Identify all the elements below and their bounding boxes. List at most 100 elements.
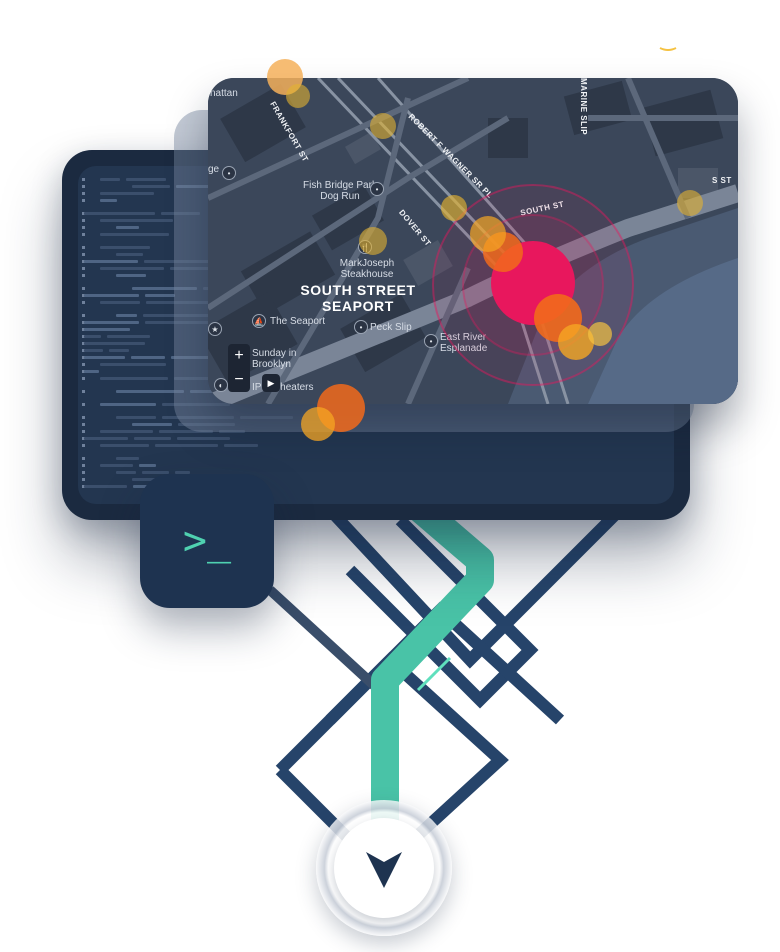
code-line-segment (100, 178, 120, 181)
restaurant-icon[interactable]: 🍴 (358, 240, 372, 254)
star-icon[interactable]: ★ (208, 322, 222, 336)
line-gutter-mark (82, 478, 85, 481)
line-gutter-mark (82, 471, 85, 474)
line-gutter-mark (82, 444, 85, 447)
code-line-segment (100, 199, 117, 202)
line-gutter-mark (82, 260, 85, 263)
code-line-segment (126, 178, 166, 181)
line-gutter-mark (82, 485, 85, 488)
zoom-out-button[interactable]: − (234, 371, 244, 388)
line-gutter-mark (82, 457, 85, 460)
code-line-segment (144, 260, 215, 263)
peck-slip-icon[interactable]: • (354, 320, 368, 334)
navigation-button[interactable] (334, 818, 434, 918)
code-line-segment (107, 335, 150, 338)
line-gutter-mark (82, 430, 85, 433)
line-gutter-mark (82, 321, 85, 324)
line-gutter-mark (82, 377, 85, 380)
code-line-segment (132, 287, 197, 290)
code-line-segment (143, 314, 210, 317)
map-label-manhattan: nattan (210, 88, 238, 99)
line-gutter-mark (82, 178, 85, 181)
line-gutter-mark (82, 287, 85, 290)
map-label-markjoseph: MarkJoseph Steakhouse (339, 258, 395, 280)
code-line-segment (84, 294, 139, 297)
line-gutter-mark (82, 390, 85, 393)
line-gutter-mark (82, 301, 85, 304)
code-line-segment (100, 267, 164, 270)
code-line-segment (116, 253, 143, 256)
code-line-segment (145, 321, 211, 324)
navigation-arrow-icon (366, 852, 402, 888)
line-gutter-mark (82, 253, 85, 256)
seaport-icon[interactable]: ⛵ (252, 314, 266, 328)
code-line-segment (84, 260, 138, 263)
code-line-segment (132, 423, 172, 426)
route-dash (416, 656, 452, 692)
line-gutter-mark (82, 199, 85, 202)
code-line-segment (240, 416, 293, 419)
code-line-segment (116, 416, 156, 419)
theater-icon[interactable]: ◐ (214, 378, 228, 392)
code-line-segment (174, 377, 213, 380)
esplanade-icon[interactable]: • (424, 334, 438, 348)
code-line-segment (100, 301, 140, 304)
dog-park-icon[interactable]: • (370, 182, 384, 196)
line-gutter-mark (82, 185, 85, 188)
line-gutter-mark (82, 226, 85, 229)
line-gutter-mark (82, 246, 85, 249)
map-card[interactable]: nattan FRANKFORT ST ROBERT F WAGNER SR P… (208, 78, 738, 404)
code-line-segment (170, 267, 210, 270)
map-label-ipic: IPIC Theaters (252, 382, 314, 393)
line-gutter-mark (82, 464, 85, 467)
code-line-segment (177, 437, 230, 440)
code-line-segment (159, 430, 213, 433)
terminal-tile[interactable]: >_ (140, 474, 274, 608)
line-gutter-mark (82, 416, 85, 419)
code-line-segment (116, 390, 184, 393)
line-gutter-mark (82, 219, 85, 222)
code-line-segment (100, 219, 173, 222)
code-line-segment (175, 471, 190, 474)
code-line-segment (116, 471, 136, 474)
pin-icon[interactable]: • (222, 166, 236, 180)
code-line-segment (84, 342, 145, 345)
code-line-segment (84, 370, 99, 373)
code-line-segment (84, 356, 125, 359)
code-line-segment (116, 457, 139, 460)
code-line-segment (162, 416, 234, 419)
code-line-segment (116, 274, 146, 277)
code-line-segment (109, 349, 129, 352)
code-line-segment (132, 185, 170, 188)
code-line-segment (131, 356, 165, 359)
navigation-marker[interactable] (316, 800, 452, 936)
code-line-segment (84, 212, 155, 215)
code-line-segment (142, 471, 169, 474)
code-line-segment (84, 349, 103, 352)
code-line-segment (139, 464, 156, 467)
map-label-esplanade: East River Esplanade (440, 332, 488, 354)
code-line-segment (100, 363, 166, 366)
line-gutter-mark (82, 363, 85, 366)
line-gutter-mark (82, 294, 85, 297)
line-gutter-mark (82, 349, 85, 352)
play-button[interactable]: ▶ (262, 374, 280, 392)
line-gutter-mark (82, 192, 85, 195)
line-gutter-mark (82, 267, 85, 270)
code-line-segment (84, 328, 130, 331)
zoom-control: + − (228, 344, 250, 392)
code-line-segment (84, 485, 127, 488)
line-gutter-mark (82, 437, 85, 440)
code-line-segment (100, 464, 133, 467)
line-gutter-mark (82, 403, 85, 406)
code-line-segment (100, 403, 156, 406)
code-line-segment (84, 335, 101, 338)
code-line-segment (100, 377, 168, 380)
map-label-peck-slip: Peck Slip (370, 322, 412, 333)
line-gutter-mark (82, 370, 85, 373)
code-line-segment (155, 444, 218, 447)
line-gutter-mark (82, 233, 85, 236)
zoom-in-button[interactable]: + (234, 347, 244, 364)
map-label-the-seaport: The Seaport (270, 316, 326, 327)
map-label-sunday-brooklyn: Sunday in Brooklyn (252, 348, 297, 370)
